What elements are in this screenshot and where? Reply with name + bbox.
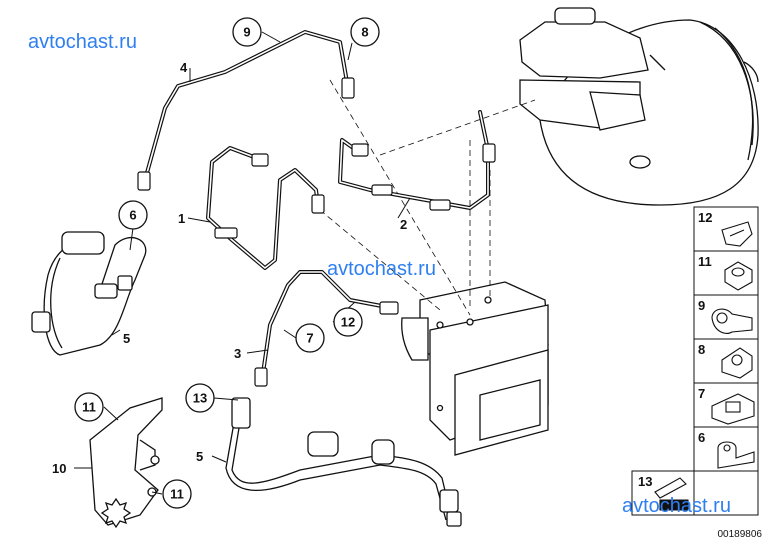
svg-text:11: 11 <box>170 487 184 502</box>
watermark-bottom-right: avtochast.ru <box>622 495 731 517</box>
callout-10: 10 <box>52 461 66 476</box>
pipe-clip-part-icon <box>711 308 753 335</box>
svg-text:13: 13 <box>193 391 207 406</box>
callout-12: 12 <box>333 307 363 337</box>
legend-num-11: 11 <box>698 254 712 269</box>
callout-leaders <box>74 31 411 495</box>
document-id: 00189806 <box>717 529 763 540</box>
callout-9: 9 <box>232 17 262 47</box>
callout-1: 1 <box>178 211 185 226</box>
svg-text:12: 12 <box>341 315 355 330</box>
legend-num-8: 8 <box>698 342 705 357</box>
legend-num-13: 13 <box>638 474 652 489</box>
callout-3: 3 <box>234 346 241 361</box>
master-cylinder <box>519 7 666 131</box>
legend-num-7: 7 <box>698 386 705 401</box>
screw-part-icon <box>654 477 689 511</box>
svg-text:11: 11 <box>82 400 96 415</box>
callout-13: 13 <box>185 383 215 413</box>
parts-legend: 12 11 9 8 7 6 13 <box>631 206 759 516</box>
pipe-fittings <box>137 77 496 387</box>
callout-11-upper: 11 <box>74 392 104 422</box>
grommet-part-icon <box>721 347 753 379</box>
callout-7: 7 <box>295 323 325 353</box>
callout-2: 2 <box>400 217 407 232</box>
brake-hose-lower <box>225 397 462 527</box>
bracket-part-icon <box>717 441 755 469</box>
nut-part-icon <box>724 261 753 291</box>
bracket <box>89 397 163 529</box>
clip-part-icon <box>721 221 753 247</box>
callout-8: 8 <box>350 17 380 47</box>
watermark-top-left: avtochast.ru <box>28 31 137 53</box>
svg-text:8: 8 <box>361 25 368 40</box>
callout-4: 4 <box>180 60 188 75</box>
svg-text:6: 6 <box>129 208 136 223</box>
holder-part-icon <box>711 393 755 425</box>
abs-unit <box>401 281 549 456</box>
callout-11-lower: 11 <box>162 479 192 509</box>
legend-num-12: 12 <box>698 210 712 225</box>
callout-6: 6 <box>118 200 148 230</box>
svg-text:9: 9 <box>243 25 250 40</box>
brake-hose-upper <box>31 231 147 356</box>
watermark-center: avtochast.ru <box>327 258 436 280</box>
legend-num-9: 9 <box>698 298 705 313</box>
legend-num-6: 6 <box>698 430 705 445</box>
callout-5-lower: 5 <box>196 449 203 464</box>
svg-text:7: 7 <box>306 331 313 346</box>
callout-5-upper: 5 <box>123 331 130 346</box>
